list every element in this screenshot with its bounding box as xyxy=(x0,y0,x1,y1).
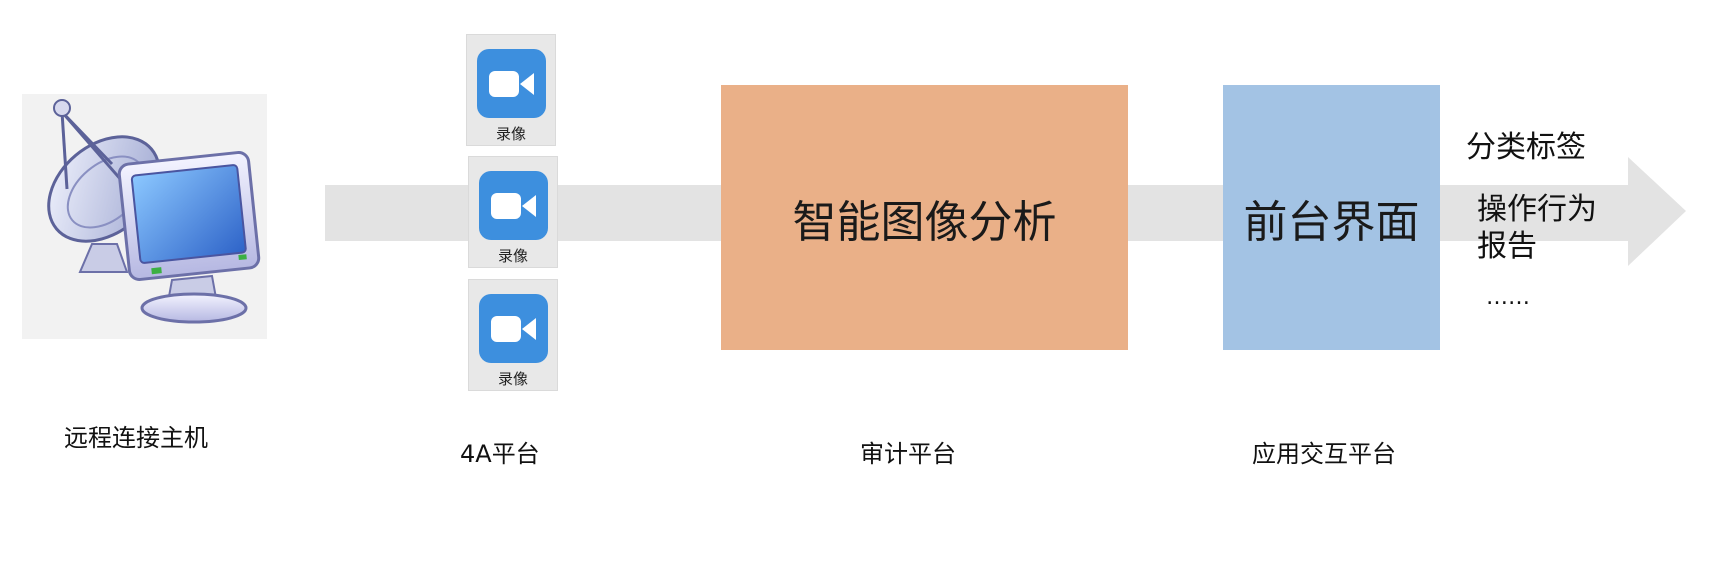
image-analysis-box: 智能图像分析 xyxy=(721,85,1128,350)
recording-tile[interactable]: 录像 xyxy=(468,279,558,391)
recording-caption: 录像 xyxy=(495,125,526,143)
frontend-box: 前台界面 xyxy=(1223,85,1440,350)
satellite-monitor-icon xyxy=(47,99,261,324)
recording-caption: 录像 xyxy=(497,247,528,265)
output-tag: 分类标签 xyxy=(1466,130,1586,165)
video-camera-icon xyxy=(477,49,546,118)
output-tag: 操作行为 xyxy=(1477,192,1597,227)
video-camera-icon xyxy=(479,171,548,240)
output-tag: 报告 xyxy=(1477,229,1537,264)
recording-tile[interactable]: 录像 xyxy=(468,156,558,268)
4a-platform-label: 4A平台 xyxy=(460,440,540,468)
interaction-platform-label: 应用交互平台 xyxy=(1252,440,1396,468)
frontend-text: 前台界面 xyxy=(1243,196,1420,248)
remote-host-label: 远程连接主机 xyxy=(64,424,208,452)
output-ellipsis: …… xyxy=(1486,285,1530,310)
recording-caption: 录像 xyxy=(497,370,528,388)
recording-tile[interactable]: 录像 xyxy=(466,34,556,146)
image-analysis-text: 智能图像分析 xyxy=(792,196,1057,248)
audit-platform-label: 审计平台 xyxy=(860,440,956,468)
remote-host-image xyxy=(22,94,267,339)
video-camera-icon xyxy=(479,294,548,363)
